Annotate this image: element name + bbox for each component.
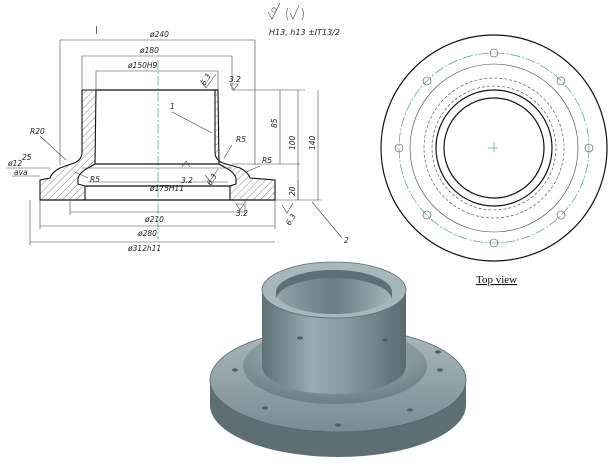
roughness-3-2-bottom: 3.2: [235, 203, 248, 218]
roughness-6-3-mid: 6.3: [204, 168, 219, 187]
section-view: | H13, h13 ±IT13/2 ø240: [6, 2, 349, 253]
label-r20: R20: [30, 127, 45, 136]
section-hatch-left: [39, 89, 97, 201]
dim-d150: ø150H9: [95, 61, 219, 90]
svg-text:ø180: ø180: [139, 46, 159, 55]
dim-d175: ø175H11: [88, 181, 228, 193]
label-r5-right: R5: [262, 156, 272, 165]
svg-text:ø240: ø240: [149, 30, 169, 39]
svg-text:100: 100: [288, 135, 297, 150]
svg-text:ø312h11: ø312h11: [127, 244, 161, 253]
top-view: Top view: [380, 34, 608, 286]
svg-text:85: 85: [270, 118, 279, 128]
dim-h100: 100: [288, 90, 299, 200]
section-mark: |: [95, 25, 98, 34]
roughness-6-3-top: 6.3: [199, 72, 217, 89]
flange-holes-3d: [232, 336, 443, 427]
svg-text:6.3: 6.3: [205, 172, 219, 187]
svg-text:6.3: 6.3: [284, 212, 298, 227]
roughness-3-2-top: 3.2: [229, 75, 241, 91]
label-d12: ø12: [7, 159, 22, 168]
roughness-3-2-mid: 3.2: [181, 160, 193, 185]
callout-2: 2: [344, 236, 349, 245]
svg-text:140: 140: [308, 135, 317, 150]
dim-h140: 140: [275, 90, 322, 201]
svg-text:20: 20: [288, 186, 297, 196]
part-3d-render: [209, 261, 467, 457]
dim-d240: ø240: [59, 30, 256, 165]
bolt-holes: [394, 48, 594, 248]
svg-text:3.2: 3.2: [181, 176, 193, 185]
svg-text:3.2: 3.2: [229, 75, 241, 84]
label-r5-top: R5: [236, 135, 246, 144]
svg-text:ø150H9: ø150H9: [127, 61, 158, 70]
dim-h85: 85: [232, 89, 305, 165]
svg-text:ø280: ø280: [137, 229, 157, 238]
label-25: 25: [22, 153, 32, 162]
section-hatch-right: [214, 89, 276, 201]
label-r5-left: R5: [90, 175, 100, 184]
dim-d312: ø312h11: [29, 200, 275, 253]
svg-text:3.2: 3.2: [236, 209, 248, 218]
dim-d180: ø180: [81, 46, 233, 90]
tolerance-note: H13, h13 ±IT13/2: [269, 28, 340, 37]
dim-h20: 20: [288, 180, 299, 200]
svg-text:ø175H11: ø175H11: [149, 184, 184, 193]
top-view-caption: Top view: [476, 274, 517, 286]
dim-d280: ø280: [39, 200, 276, 238]
surface-finish-symbol: H13, h13 ±IT13/2: [267, 2, 340, 37]
svg-text:6.3: 6.3: [199, 72, 213, 87]
callout-1: 1: [170, 102, 175, 111]
dim-d210: ø210: [69, 200, 246, 224]
roughness-6-3-bottom: 6.3: [281, 202, 298, 227]
svg-text:ø210: ø210: [144, 215, 164, 224]
label-ava: ava: [14, 168, 28, 177]
